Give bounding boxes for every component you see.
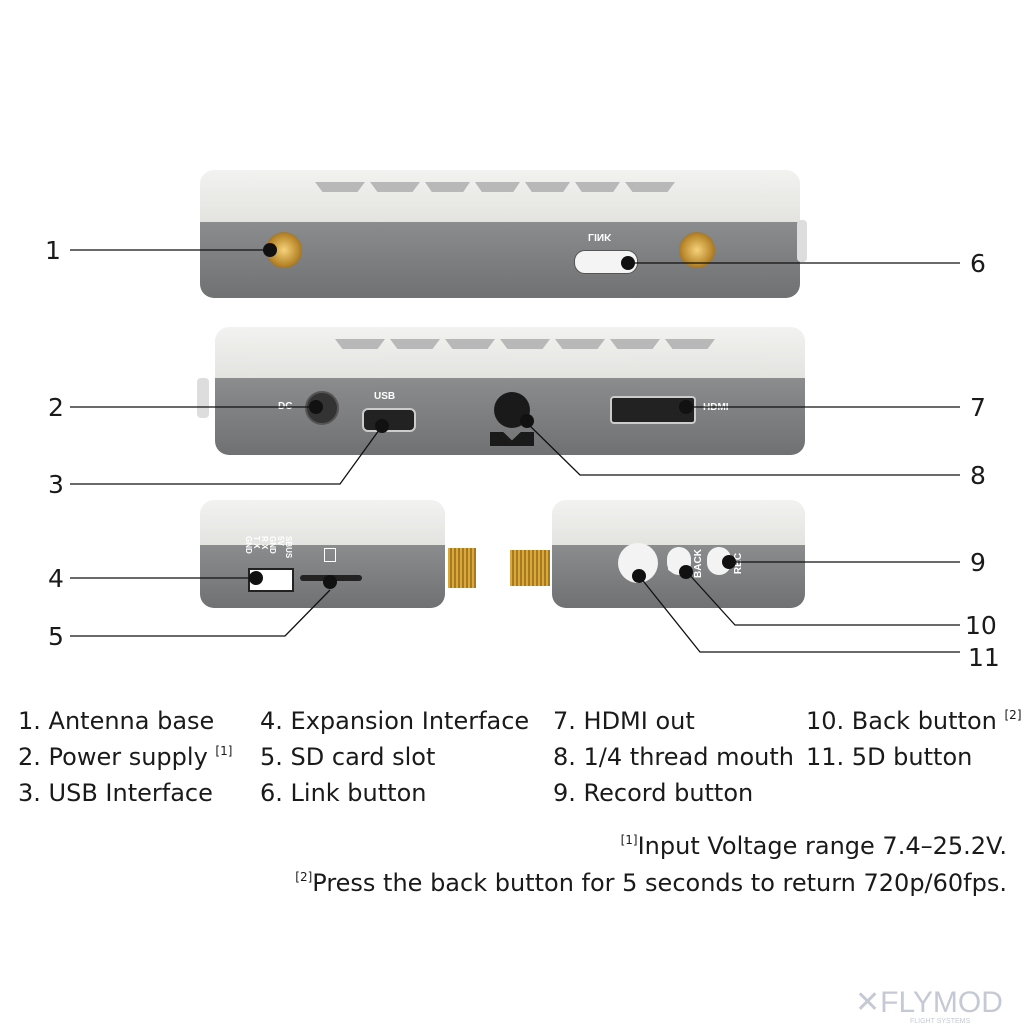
callout-9: 9 xyxy=(970,548,986,577)
legend-2: 2. Power supply [1] xyxy=(18,743,233,771)
legend-11: 11. 5D button xyxy=(806,743,973,771)
antenna-base-right xyxy=(679,232,715,268)
footnote-1: [1]Input Voltage range 7.4–25.2V. xyxy=(620,832,1007,860)
callout-10: 10 xyxy=(965,611,997,640)
legend-7: 7. HDMI out xyxy=(553,707,695,735)
legend-9: 9. Record button xyxy=(553,779,754,807)
legend-5: 5. SD card slot xyxy=(260,743,436,771)
legend-3: 3. USB Interface xyxy=(18,779,213,807)
legend-6: 6. Link button xyxy=(260,779,427,807)
legend-4: 4. Expansion Interface xyxy=(260,707,530,735)
callout-1: 1 xyxy=(45,236,61,265)
callout-8: 8 xyxy=(970,461,986,490)
legend-8: 8. 1/4 thread mouth xyxy=(553,743,794,771)
sd-card-icon xyxy=(324,548,336,562)
callout-lines xyxy=(70,249,960,653)
legend-1: 1. Antenna base xyxy=(18,707,215,735)
callout-6: 6 xyxy=(970,249,986,278)
callout-7: 7 xyxy=(970,393,986,422)
legend-10: 10. Back button [2] xyxy=(806,707,1022,735)
usb-label: USB xyxy=(374,391,396,402)
device-side-left xyxy=(200,500,445,608)
callout-2: 2 xyxy=(48,393,64,422)
callout-4: 4 xyxy=(48,564,64,593)
callout-5: 5 xyxy=(48,622,64,651)
antenna-connector-right xyxy=(510,550,550,586)
antenna-connector-left xyxy=(448,548,476,588)
usb-port xyxy=(362,408,416,432)
callout-11: 11 xyxy=(968,643,1000,672)
watermark-logo: ✕FLYMOD FLIGHT SYSTEMS xyxy=(855,986,1003,1025)
callout-3: 3 xyxy=(48,470,64,499)
footnote-2: [2]Press the back button for 5 seconds t… xyxy=(295,869,1007,897)
